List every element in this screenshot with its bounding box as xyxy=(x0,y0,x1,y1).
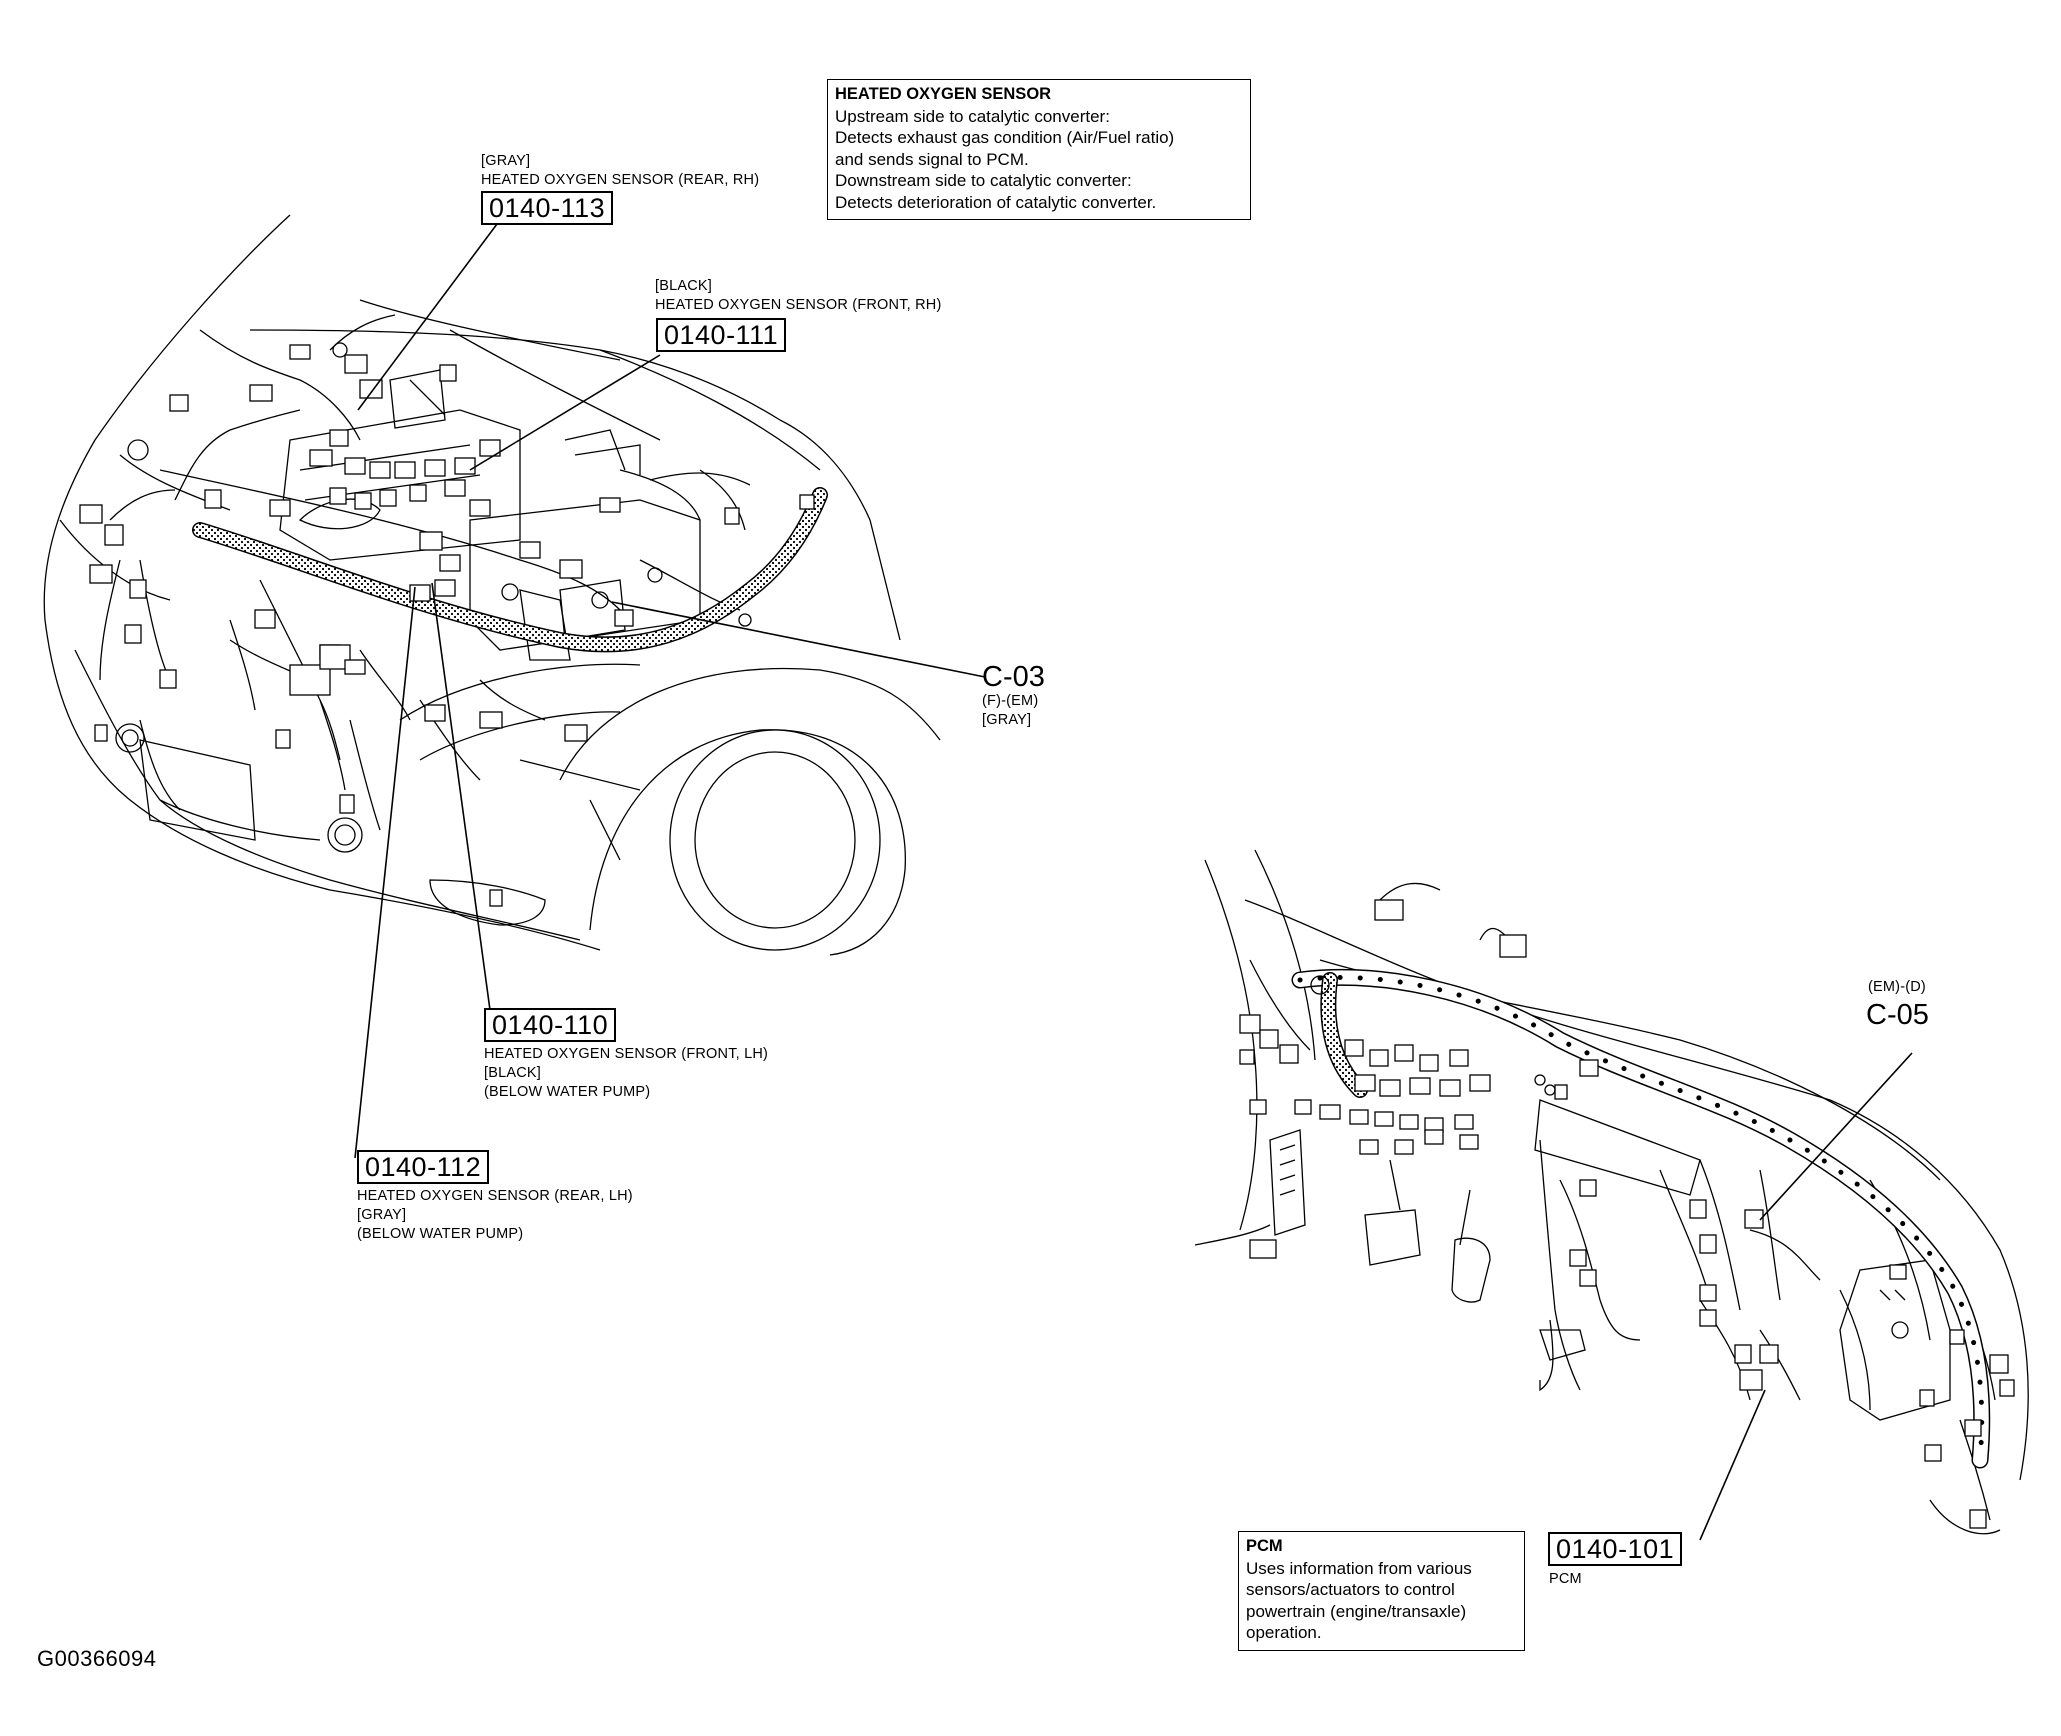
callout-line: HEATED OXYGEN SENSOR (FRONT, LH) xyxy=(484,1046,769,1062)
dashboard-drawing xyxy=(1194,849,2029,1535)
callout-line: (BELOW WATER PUMP) xyxy=(484,1084,651,1100)
callout-line: (BELOW WATER PUMP) xyxy=(357,1226,524,1242)
callout-110-label: HEATED OXYGEN SENSOR (FRONT, LH) [BLACK]… xyxy=(484,1045,768,1102)
callout-line: HEATED OXYGEN SENSOR (REAR, RH) xyxy=(481,172,760,188)
info-box-line: Upstream side to catalytic converter: xyxy=(835,106,1110,126)
callout-112-code: 0140-112 xyxy=(357,1150,490,1184)
callout-line: [GRAY] xyxy=(481,153,531,169)
info-box-line: powertrain (engine/transaxle) xyxy=(1246,1601,1467,1621)
callout-110-code: 0140-110 xyxy=(484,1008,617,1042)
callout-line: PCM xyxy=(1549,1571,1582,1587)
connector-c03-label: (F)-(EM) [GRAY] xyxy=(982,692,1038,730)
info-box-line: Uses information from various xyxy=(1246,1558,1472,1578)
connector-c05-label: (EM)-(D) xyxy=(1868,978,1926,997)
info-box-line: Detects deterioration of catalytic conve… xyxy=(835,192,1157,212)
connector-line: (F)-(EM) xyxy=(982,693,1039,709)
connector-c03-code: C-03 xyxy=(982,661,1045,693)
info-box-line: sensors/actuators to control xyxy=(1246,1580,1455,1599)
connector-c05-code: C-05 xyxy=(1866,999,1929,1031)
dashboard-harness-loom xyxy=(1291,969,1991,1469)
callout-101-code: 0140-101 xyxy=(1548,1532,1683,1566)
info-box-line: operation. xyxy=(1246,1623,1322,1642)
connector-line: [GRAY] xyxy=(982,712,1032,728)
info-box-line: Downstream side to catalytic converter: xyxy=(835,171,1132,190)
callout-101-label: PCM xyxy=(1549,1570,1582,1589)
callout-111-code: 0140-111 xyxy=(656,318,787,352)
info-box-title: PCM xyxy=(1246,1537,1283,1555)
info-box-line: Detects exhaust gas condition (Air/Fuel … xyxy=(835,128,1175,147)
engine-connectors xyxy=(79,344,815,907)
callout-112-label: HEATED OXYGEN SENSOR (REAR, LH) [GRAY] (… xyxy=(357,1187,633,1244)
callout-111-label: [BLACK] HEATED OXYGEN SENSOR (FRONT, RH) xyxy=(655,277,942,315)
callout-line: HEATED OXYGEN SENSOR (REAR, LH) xyxy=(357,1188,633,1204)
callout-113-code: 0140-113 xyxy=(481,191,614,225)
figure-id: G00366094 xyxy=(37,1646,157,1671)
callout-line: [GRAY] xyxy=(357,1207,407,1223)
callout-113-label: [GRAY] HEATED OXYGEN SENSOR (REAR, RH) xyxy=(481,152,759,190)
engine-compartment-drawing xyxy=(43,214,941,956)
callout-line: [BLACK] xyxy=(484,1065,542,1081)
pcm-info-box: PCM Uses information from various sensor… xyxy=(1238,1531,1525,1651)
heated-oxygen-sensor-info-box: HEATED OXYGEN SENSOR Upstream side to ca… xyxy=(827,79,1251,220)
callout-line: [BLACK] xyxy=(655,278,713,294)
dashboard-connectors xyxy=(1239,899,2015,1529)
connector-line: (EM)-(D) xyxy=(1868,979,1926,995)
info-box-line: and sends signal to PCM. xyxy=(835,149,1029,169)
leader-lines xyxy=(354,219,1913,1541)
info-box-title: HEATED OXYGEN SENSOR xyxy=(835,85,1052,103)
callout-line: HEATED OXYGEN SENSOR (FRONT, RH) xyxy=(655,297,942,313)
